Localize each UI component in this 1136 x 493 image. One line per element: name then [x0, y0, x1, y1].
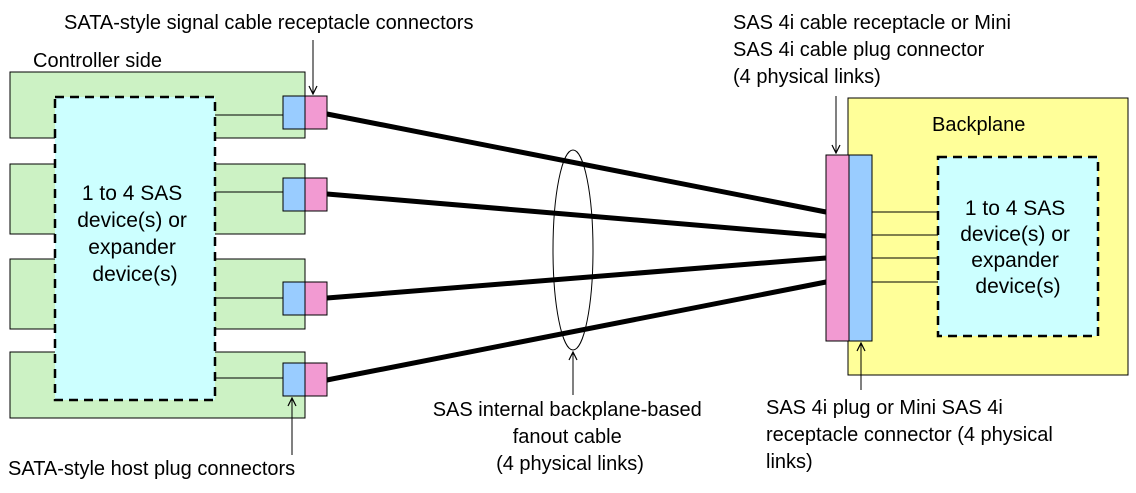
sas4i-bottom-label: SAS 4i plug or Mini SAS 4i receptacle co…	[766, 397, 1058, 473]
left-device-box	[53, 95, 217, 402]
cable-link-2	[326, 191, 827, 239]
backplane-label: Backplane	[932, 114, 1025, 136]
sata-receptacle-4	[304, 362, 328, 397]
sata-receptacle-1	[304, 95, 328, 130]
callout-arrows	[292, 40, 861, 455]
sata-host-plug-2	[282, 177, 306, 212]
sata-host-plug-1	[282, 95, 306, 130]
left-device-label: 1 to 4 SAS device(s) or expander device(…	[77, 182, 193, 286]
sata-host-plug-label: SATA-style host plug connectors	[8, 458, 295, 480]
sas4i-top-label: SAS 4i cable receptacle or Mini SAS 4i c…	[733, 12, 1016, 88]
cable-link-3	[326, 255, 827, 301]
controller-side	[9, 71, 306, 419]
sata-connectors	[282, 95, 328, 397]
sata-receptacle-3	[304, 281, 328, 316]
backplane	[825, 97, 1129, 376]
sas4i-plug-connector	[848, 154, 873, 342]
sas4i-cable-connector	[825, 154, 850, 342]
sata-host-plug-3	[282, 281, 306, 316]
sata-receptacle-2	[304, 177, 328, 212]
fanout-cable	[326, 111, 827, 383]
sata-receptacle-label: SATA-style signal cable receptacle conne…	[64, 12, 473, 34]
cable-bundle-ellipse	[552, 149, 594, 351]
sata-host-plug-4	[282, 362, 306, 397]
controller-side-label: Controller side	[33, 50, 162, 72]
cable-link-1	[326, 111, 827, 215]
right-device-label: 1 to 4 SAS device(s) or expander device(…	[960, 197, 1076, 298]
cable-link-4	[326, 279, 827, 383]
right-device-box	[936, 155, 1100, 338]
fanout-cable-label: SAS internal backplane-based fanout cabl…	[433, 399, 708, 475]
